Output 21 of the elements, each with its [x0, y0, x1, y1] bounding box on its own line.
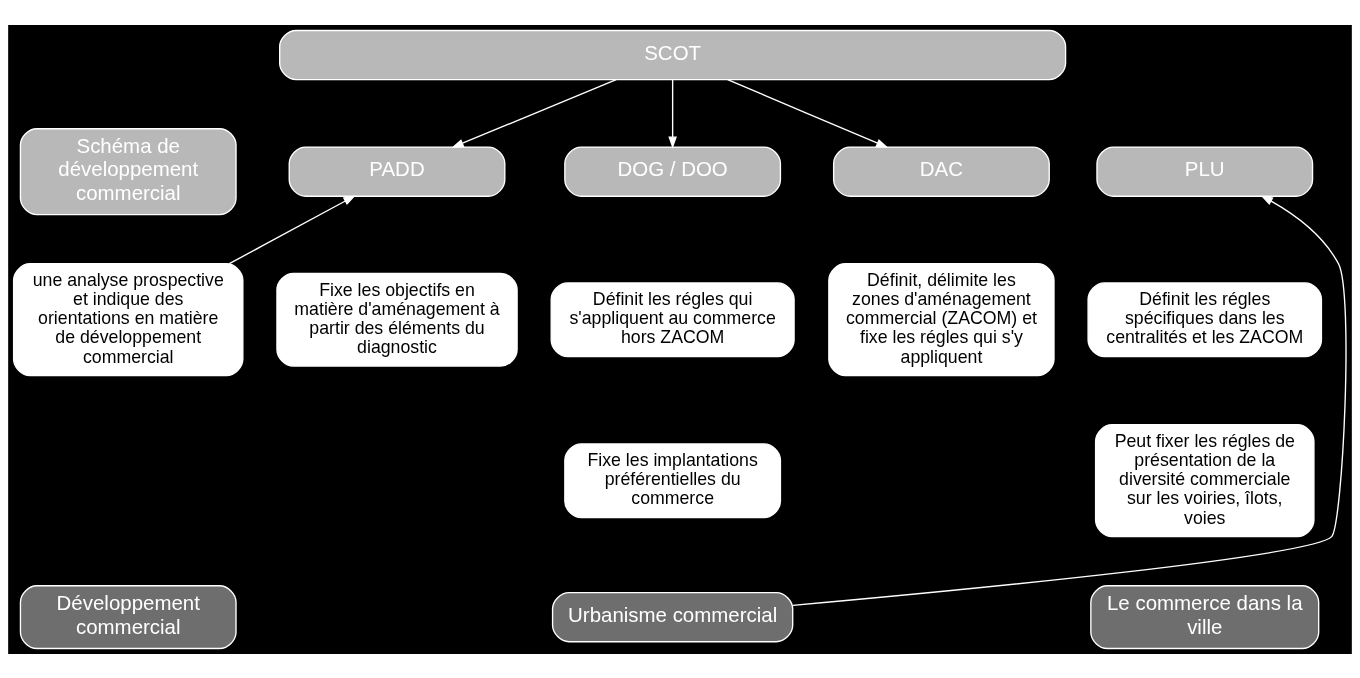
- arrow: [451, 78, 617, 148]
- node-box: SCOT: [279, 29, 1067, 80]
- arrow: [727, 78, 889, 148]
- node-box: Définit, délimite les zones d'aménagement commercial (ZACOM) et fixe les régles qui s'y appliquent: [828, 262, 1055, 376]
- node-box: Schéma de développement commercial: [19, 127, 237, 215]
- node-box: DOG / DOO: [564, 145, 782, 197]
- node-box: Développement commercial: [19, 584, 237, 649]
- node-box: Définit les régles qui s'appliquent au commerce hors ZACOM: [550, 281, 795, 357]
- node-box: Fixe les objectifs en matière d'aménagement à partir des éléments du diagnostic: [276, 272, 518, 367]
- node-box: Urbanisme commercial: [551, 591, 794, 642]
- arrow: [228, 194, 356, 264]
- node-box: Fixe les implantations préférentielles du commerce: [564, 442, 782, 518]
- node-box: Le commerce dans la ville: [1090, 584, 1320, 649]
- node-box: PADD: [288, 145, 506, 197]
- node-box: PLU: [1096, 145, 1314, 197]
- node-box: DAC: [832, 145, 1050, 197]
- arrow: [792, 194, 1347, 606]
- node-box: une analyse prospective et indique des orientations en matière de développement commercial: [12, 262, 244, 376]
- node-box: Peut fixer les régles de présentation de la diversité commerciale sur les voiries, îlots, voies: [1094, 423, 1315, 537]
- arrow: [668, 78, 677, 149]
- node-box: Définit les régles spécifiques dans les centralités et les ZACOM: [1087, 281, 1323, 357]
